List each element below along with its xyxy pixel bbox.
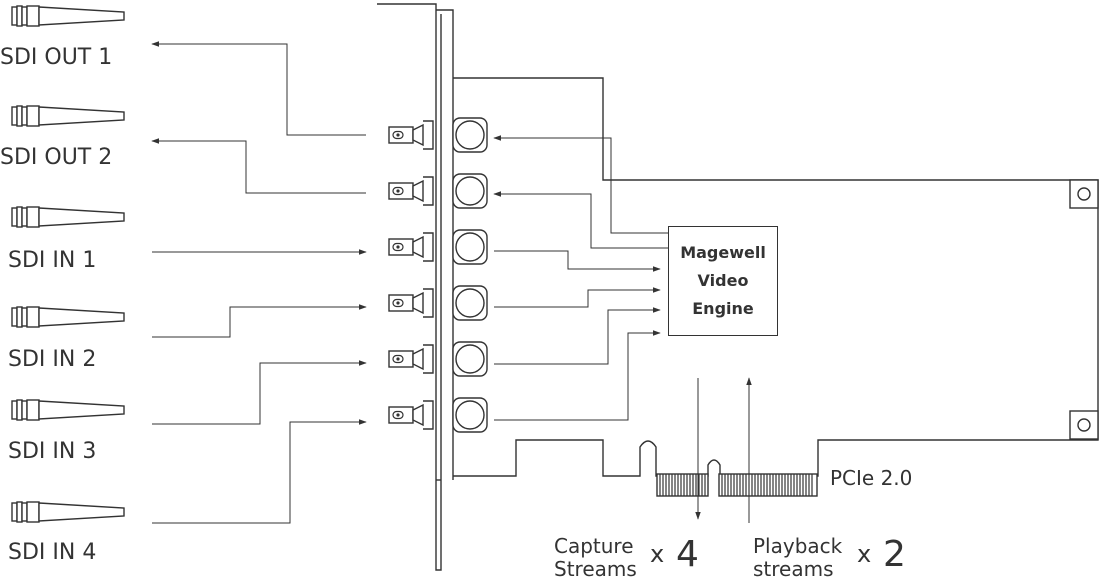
port-label-sdi-out-1: SDI OUT 1 bbox=[0, 45, 113, 70]
cable-icon bbox=[11, 206, 125, 228]
engine-out-1 bbox=[493, 135, 668, 234]
capture-streams-label: Capture Streams bbox=[554, 535, 637, 581]
cable-icon bbox=[11, 5, 125, 27]
port-label-sdi-in-1: SDI IN 1 bbox=[8, 248, 97, 273]
signal-in-2 bbox=[152, 304, 367, 338]
engine-out-2 bbox=[493, 191, 668, 249]
playback-count: 2 bbox=[883, 534, 906, 575]
pcie-gold-fingers bbox=[656, 473, 818, 497]
mounting-bracket bbox=[377, 3, 454, 571]
capture-label-line1: Capture bbox=[554, 534, 634, 558]
signal-in-3 bbox=[152, 360, 367, 425]
capture-label-line2: Streams bbox=[554, 557, 637, 581]
cable-icon bbox=[11, 306, 125, 328]
cable-icon bbox=[11, 501, 125, 523]
bnc-connector-2 bbox=[388, 173, 488, 209]
cable-icon bbox=[11, 105, 125, 127]
engine-label-line3: Engine bbox=[692, 299, 754, 318]
cable-icon bbox=[11, 399, 125, 421]
bnc-connector-5 bbox=[388, 341, 488, 377]
pcie-label: PCIe 2.0 bbox=[830, 466, 913, 490]
bnc-connector-4 bbox=[388, 285, 488, 321]
engine-in-4 bbox=[494, 330, 661, 421]
engine-in-1 bbox=[494, 250, 661, 272]
video-engine-box: Magewell Video Engine bbox=[668, 226, 778, 336]
engine-label-line1: Magewell bbox=[680, 243, 766, 262]
playback-multiplier: x bbox=[857, 540, 872, 568]
engine-in-3 bbox=[494, 307, 661, 365]
capture-count: 4 bbox=[676, 534, 699, 575]
playback-streams-label: Playback streams bbox=[753, 535, 842, 581]
bnc-connector-1 bbox=[388, 117, 488, 153]
capture-multiplier: x bbox=[650, 540, 665, 568]
mounting-hole bbox=[1069, 410, 1099, 440]
signal-out-1 bbox=[151, 41, 366, 136]
playback-label-line2: streams bbox=[753, 557, 834, 581]
signal-out-2 bbox=[151, 138, 366, 194]
engine-label-line2: Video bbox=[697, 271, 749, 290]
playback-label-line1: Playback bbox=[753, 534, 843, 558]
mounting-hole bbox=[1069, 179, 1099, 209]
bnc-connector-3 bbox=[388, 229, 488, 265]
signal-in-4 bbox=[152, 419, 367, 524]
port-label-sdi-in-4: SDI IN 4 bbox=[8, 540, 97, 565]
port-label-sdi-in-2: SDI IN 2 bbox=[8, 347, 97, 372]
bnc-connector-6 bbox=[388, 397, 488, 433]
port-label-sdi-in-3: SDI IN 3 bbox=[8, 439, 97, 464]
engine-in-2 bbox=[494, 287, 661, 308]
port-label-sdi-out-2: SDI OUT 2 bbox=[0, 145, 113, 170]
